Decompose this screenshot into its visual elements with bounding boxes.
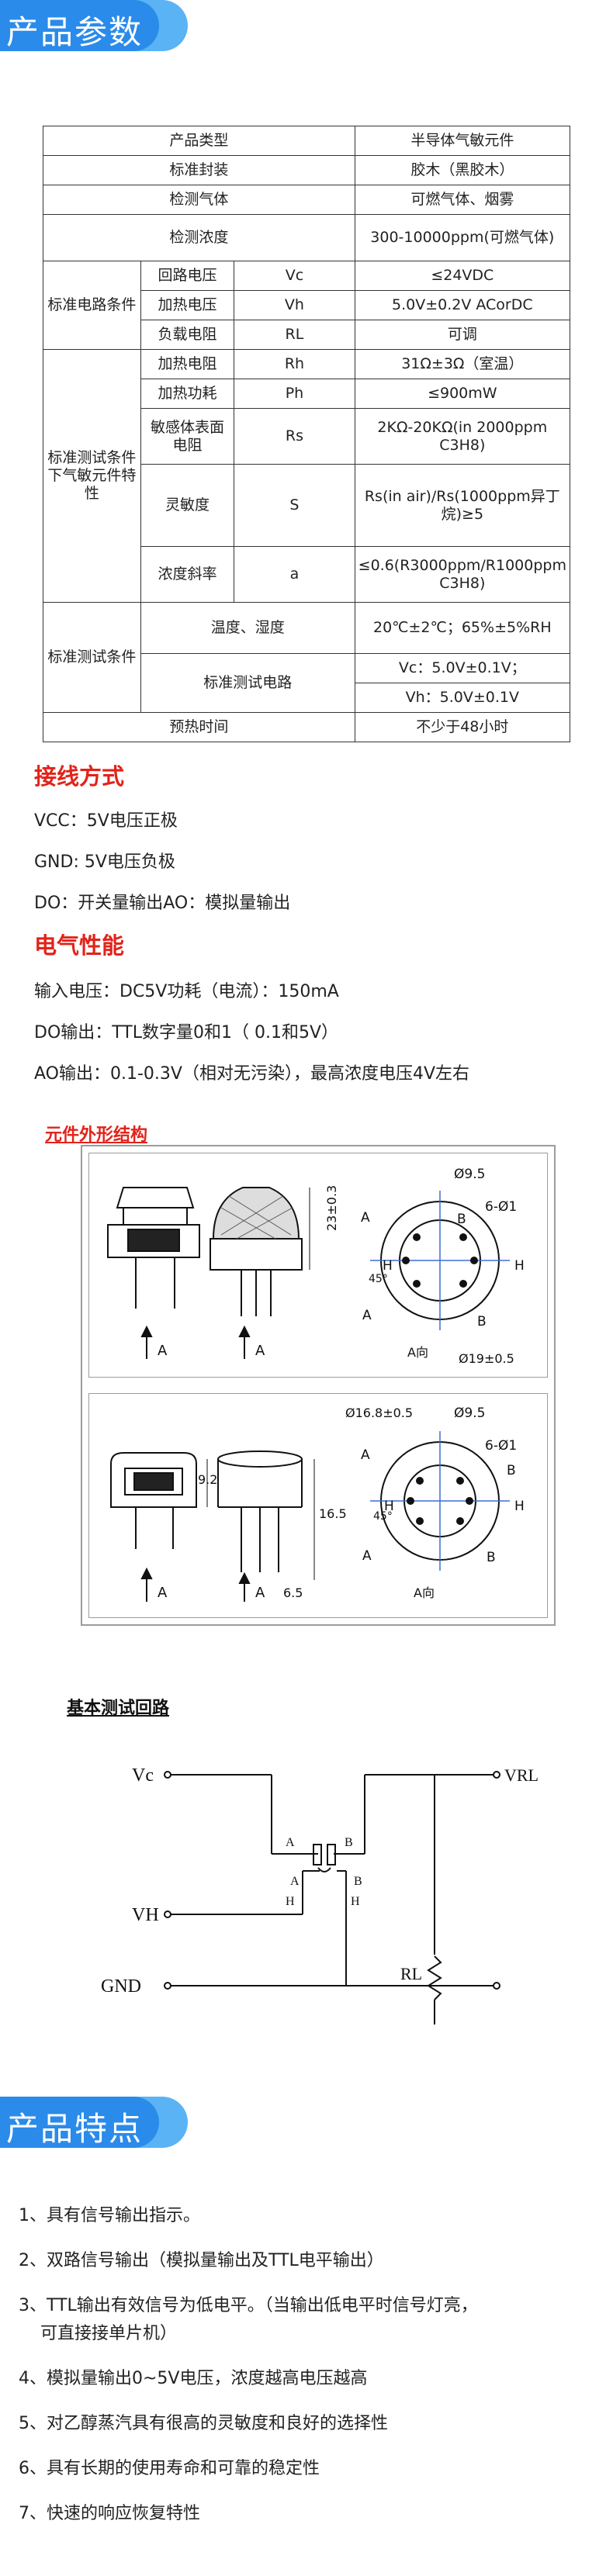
dim-h165: 16.5 [319, 1506, 347, 1521]
banner-title: 产品参数 [6, 13, 144, 51]
electrical-line: 输入电压：DC5V功耗（电流）：150mA [34, 982, 339, 1001]
pin-label: H [514, 1499, 525, 1514]
arrow-label-a: A [255, 1343, 265, 1359]
table-row: 加热电压 Vh 5.0V±0.2V ACorDC [43, 290, 571, 320]
label-rl: RL [400, 1964, 422, 1983]
sensor-outline-top: 23±0.3 A A Ø9.5 6-Ø1 [107, 1167, 525, 1366]
wiring-line: DO：开关量输出AO：模拟量输出 [34, 894, 291, 913]
banner-title: 产品特点 [6, 2110, 144, 2148]
dim-d19: Ø19±0.5 [459, 1351, 514, 1366]
list-item: 3、TTL输出有效信号为低电平。（当输出低电平时信号灯亮， [19, 2296, 478, 2315]
pin-label: B [457, 1212, 466, 1227]
pin-label: A [290, 1875, 300, 1888]
table-row: 预热时间 不少于48小时 [43, 712, 571, 742]
dim-holes: 6-Ø1 [485, 1438, 517, 1454]
label-vc: Vc [132, 1765, 154, 1786]
wiring-line: VCC：5V电压正极 [34, 811, 178, 831]
structure-title: 元件外形结构 [45, 1125, 148, 1145]
pin-label: B [345, 1836, 353, 1849]
pin-label: H [384, 1499, 394, 1514]
banner-bar [0, 0, 159, 51]
view-label: A向 [407, 1345, 428, 1360]
pin-label: A [286, 1836, 295, 1849]
circuit-diagram: Vc VRL VH RL GND A B A B H H [101, 1765, 539, 2032]
electrical-title: 电气性能 [34, 932, 125, 959]
pin-label: B [507, 1463, 516, 1478]
dim-d95: Ø9.5 [454, 1167, 485, 1182]
list-item: 7、快速的响应恢复特性 [19, 2504, 200, 2523]
label-vh: VH [132, 1905, 159, 1925]
circuit-title: 基本测试回路 [67, 1699, 170, 1718]
pin-label: H [514, 1258, 525, 1274]
arrow-label-a: A [255, 1585, 265, 1601]
banner-bar [0, 2097, 159, 2148]
dim-h92: 9.2 [198, 1472, 217, 1487]
test-circuit: Vc VRL VH RL GND A B A B H H [101, 1738, 566, 2032]
pin-label: H [286, 1895, 295, 1908]
arrow-label-a: A [158, 1343, 168, 1359]
sensor-outline-bottom: 9.2 16.5 6.5 A A Ø16.8±0.5 [110, 1406, 525, 1602]
pin-label: A [361, 1210, 370, 1226]
table-row: 负载电阻 RL 可调 [43, 320, 571, 350]
wiring-title: 接线方式 [34, 763, 125, 790]
electrical-line: DO输出：TTL数字量0和1（ 0.1和5V） [34, 1023, 339, 1043]
list-item: 可直接接单片机） [40, 2324, 178, 2343]
dim-d95: Ø9.5 [454, 1406, 485, 1421]
electrical-line: AO输出：0.1-0.3V（相对无污染），最高浓度电压4V左右 [34, 1064, 469, 1084]
dim-w65: 6.5 [283, 1585, 303, 1600]
pin-label: H [383, 1258, 393, 1274]
list-item: 2、双路信号输出（模拟量输出及TTL电平输出） [19, 2251, 384, 2270]
dim-holes: 6-Ø1 [485, 1199, 517, 1215]
list-item: 1、具有信号输出指示。 [19, 2206, 200, 2225]
pin-label: A [361, 1447, 370, 1463]
pin-label: B [477, 1314, 487, 1329]
table-row: 浓度斜率 a ≤0.6(R3000ppm/R1000ppm C3H8) [43, 546, 571, 603]
dim-height: 23±0.3 [324, 1185, 339, 1231]
list-item: 4、模拟量输出0~5V电压，浓度越高电压越高 [19, 2369, 368, 2388]
list-item: 6、具有长期的使用寿命和可靠的稳定性 [19, 2459, 320, 2478]
table-row: Vh：5.0V±0.1V [43, 683, 571, 713]
drawing-panel-bottom: 9.2 16.5 6.5 A A Ø16.8±0.5 [88, 1393, 548, 1618]
table-row: 标准测试电路 Vc：5.0V±0.1V； [43, 653, 571, 713]
parameter-table: 产品类型 半导体气敏元件 标准封装 胶木（黑胶木） 检测气体 可燃气体、烟雾 检… [43, 126, 571, 742]
table-row: 标准电路条件 回路电压 Vc ≤24VDC [43, 261, 571, 350]
pin-label: H [351, 1895, 360, 1908]
table-row: 灵敏度 S Rs(in air)/Rs(1000ppm异丁烷)≥5 [43, 464, 571, 547]
table-row: 检测浓度 300-10000ppm(可燃气体) [43, 214, 571, 261]
table-row: 产品类型 半导体气敏元件 [43, 126, 571, 156]
section-banner-features: 产品特点 [0, 2097, 194, 2148]
pin-label: B [487, 1550, 496, 1565]
wiring-line: GND: 5V电压负极 [34, 852, 175, 872]
structure-drawing: 23±0.3 A A Ø9.5 6-Ø1 [81, 1145, 556, 1626]
view-label: A向 [414, 1585, 435, 1600]
table-row: 检测气体 可燃气体、烟雾 [43, 185, 571, 215]
pin-label: A [362, 1308, 372, 1323]
section-banner-params: 产品参数 [0, 0, 194, 51]
dim-angle: 45° [369, 1273, 388, 1285]
table-row: 标准测试条件 温度、湿度 20℃±2℃；65%±5%RH [43, 602, 571, 713]
label-gnd: GND [101, 1976, 141, 1997]
table-row: 加热功耗 Ph ≤900mW [43, 379, 571, 409]
table-row: 标准测试条件下气敏元件特性 加热电阻 Rh 31Ω±3Ω（室温） [43, 349, 571, 603]
dim-angle: 45° [373, 1510, 393, 1523]
dim-d168: Ø16.8±0.5 [345, 1406, 413, 1420]
pin-label: A [362, 1548, 372, 1564]
drawing-panel-top: 23±0.3 A A Ø9.5 6-Ø1 [88, 1153, 548, 1378]
list-item: 5、对乙醇蒸汽具有很高的灵敏度和良好的选择性 [19, 2414, 388, 2433]
pin-label: B [354, 1875, 362, 1888]
table-row: 标准封装 胶木（黑胶木） [43, 155, 571, 185]
arrow-label-a: A [158, 1585, 168, 1601]
label-vrl: VRL [504, 1765, 539, 1785]
